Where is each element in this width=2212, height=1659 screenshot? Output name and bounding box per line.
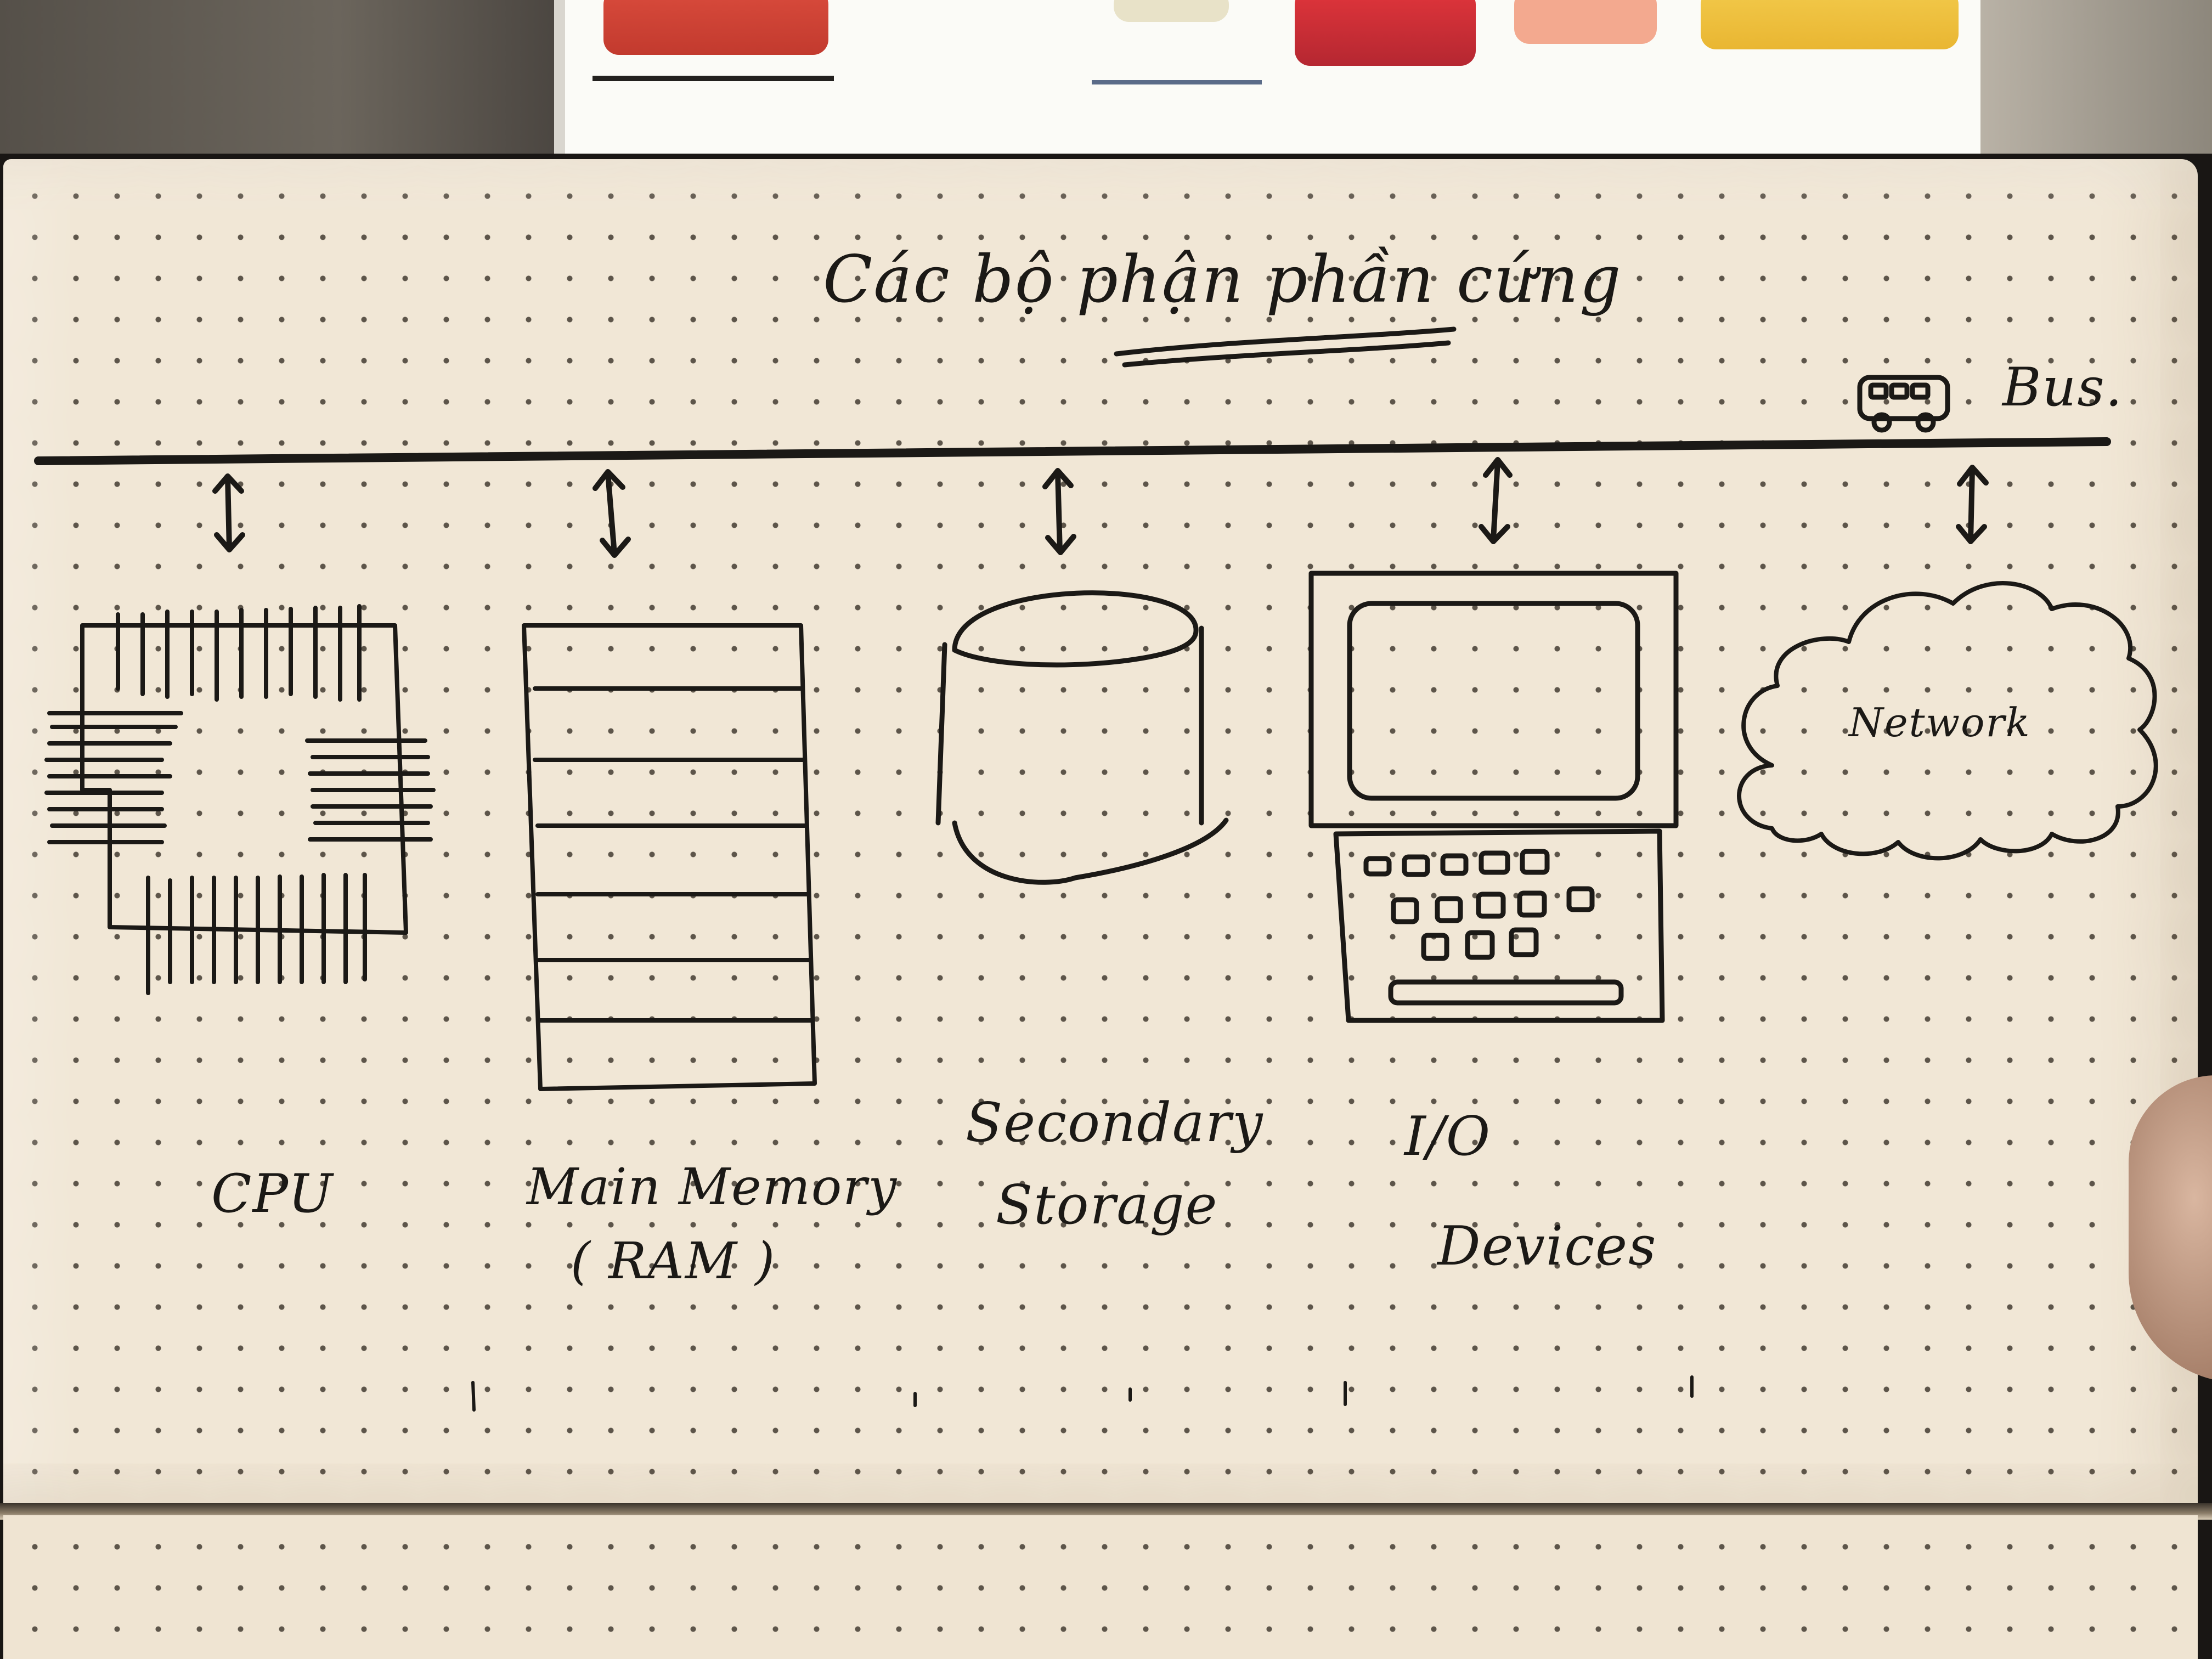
monitor-screen [565,0,1980,156]
screen-thumbnail-bus-2 [1114,0,1229,22]
notebook-page [3,159,2198,1509]
screen-thumbnail-bus-1 [603,0,828,55]
screen-underline-2 [1092,80,1262,84]
computer-terminal-icon [1308,571,1679,1023]
screen-thumbnail-bus-3 [1295,0,1476,66]
page-title: Các bộ phận phần cứng [823,241,1622,317]
bus-icon [1857,375,1950,433]
io-label: I/O [1404,1105,1492,1168]
screen-thumbnail-bus-5 [1701,0,1959,49]
notebook-page-bottom [3,1515,2198,1659]
double-arrow-icon [212,457,1989,558]
bus-line [34,437,2111,465]
background-wall [0,0,565,165]
io-sublabel: Devices [1437,1215,1657,1278]
main-memory-label: Main Memory [527,1158,898,1216]
screen-thumbnail-bus-4 [1514,0,1657,44]
secondary-storage-sublabel: Storage [996,1174,1218,1237]
main-memory-sublabel: ( RAM ) [571,1232,776,1290]
network-label: Network [1849,699,2031,746]
cpu-chip-icon [44,604,436,995]
screen-underline-1 [592,76,834,81]
secondary-storage-label: Secondary [966,1092,1264,1154]
storage-cylinder-icon [935,590,1229,885]
ram-stack-icon [522,623,817,1091]
cloud-icon [1737,581,2158,861]
title-underline [1114,326,1457,368]
page-tick-marks [471,1375,1694,1412]
bus-label: Bus. [2002,357,2124,418]
background-wall-right [1980,0,2212,165]
cpu-label: CPU [211,1163,334,1224]
